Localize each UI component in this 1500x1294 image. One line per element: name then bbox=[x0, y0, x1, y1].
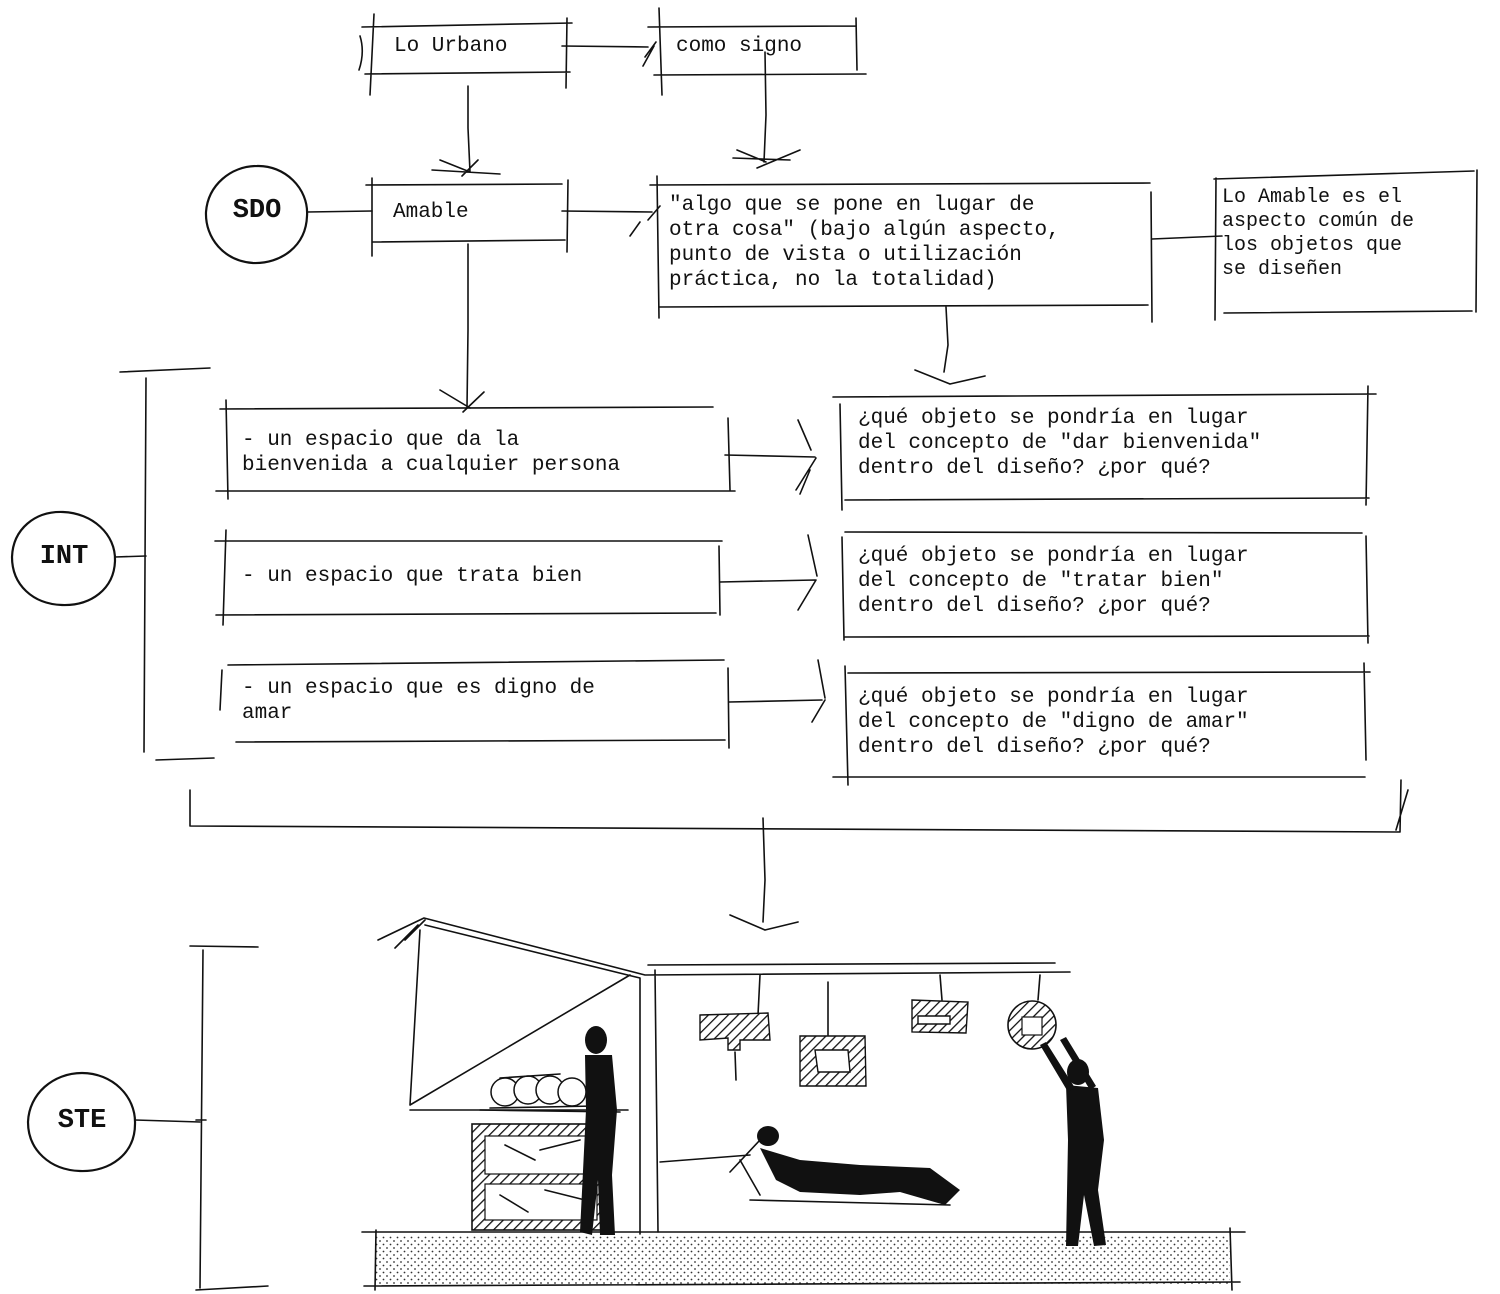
ground-strip bbox=[376, 1235, 1230, 1285]
person-reclining bbox=[659, 1126, 960, 1206]
ste-bracket bbox=[189, 945, 269, 1291]
box-amable bbox=[365, 177, 569, 257]
box-espacio-3 bbox=[219, 659, 730, 749]
text-nota-amable: Lo Amable es el aspecto común de los obj… bbox=[1222, 186, 1415, 281]
hanging-object-4-round bbox=[1007, 1000, 1057, 1050]
text-pregunta-tratar-bien: ¿qué objeto se pondría en lugar del conc… bbox=[858, 545, 1249, 618]
badge-sdo: SDO bbox=[232, 196, 282, 226]
badge-int: INT bbox=[39, 542, 89, 572]
connector-espacio-3 bbox=[728, 659, 826, 723]
text-definicion-signo: "algo que se pone en lugar de otra cosa"… bbox=[669, 194, 1060, 292]
text-espacio-trata-bien: - un espacio que trata bien bbox=[242, 565, 583, 588]
ste-badge-circle bbox=[26, 1071, 201, 1173]
int-badge-circle bbox=[10, 510, 147, 607]
box-pregunta-3 bbox=[832, 662, 1371, 786]
arrow-to-ste bbox=[729, 817, 799, 931]
box-pregunta-1 bbox=[832, 385, 1377, 511]
connector-amable-definicion bbox=[561, 205, 661, 237]
arrow-signo-definicion bbox=[732, 51, 801, 169]
label-como-signo: como signo bbox=[676, 35, 803, 58]
connector-espacio-1 bbox=[724, 419, 817, 495]
box-lo-urbano bbox=[358, 13, 573, 96]
arrow-urbano-amable bbox=[431, 85, 501, 177]
scene-sketch bbox=[361, 917, 1246, 1291]
box-espacio-2 bbox=[214, 529, 723, 626]
int-bottom-bracket bbox=[189, 779, 1409, 833]
text-pregunta-digno: ¿qué objeto se pondría en lugar del conc… bbox=[858, 686, 1249, 759]
hanging-object-1 bbox=[699, 1012, 771, 1081]
text-espacio-bienvenida: - un espacio que da la bienvenida a cual… bbox=[242, 429, 621, 477]
bread-items bbox=[479, 1073, 621, 1113]
box-nota bbox=[1213, 169, 1478, 321]
sdo-badge-circle bbox=[204, 164, 373, 265]
hanging-object-3 bbox=[911, 999, 969, 1034]
box-espacio-1 bbox=[215, 399, 736, 500]
badge-ste: STE bbox=[57, 1106, 107, 1136]
arrow-amable-espacio bbox=[439, 243, 485, 413]
person-reaching-right bbox=[1040, 1037, 1106, 1246]
text-espacio-digno: - un espacio que es digno de amar bbox=[242, 677, 595, 725]
label-lo-urbano: Lo Urbano bbox=[394, 35, 508, 58]
hanging-object-2 bbox=[799, 1035, 867, 1087]
connector-urbano-signo bbox=[561, 41, 657, 67]
connector-espacio-2 bbox=[719, 534, 818, 611]
person-standing-left bbox=[580, 1026, 617, 1235]
box-como-signo bbox=[647, 7, 867, 96]
arrow-definicion-pregunta bbox=[914, 306, 986, 385]
box-definicion bbox=[649, 175, 1153, 323]
label-amable: Amable bbox=[393, 201, 469, 224]
box-pregunta-2 bbox=[841, 531, 1370, 644]
connector-definicion-nota bbox=[1151, 235, 1223, 240]
int-bracket bbox=[119, 367, 215, 761]
text-pregunta-bienvenida: ¿qué objeto se pondría en lugar del conc… bbox=[858, 407, 1262, 480]
